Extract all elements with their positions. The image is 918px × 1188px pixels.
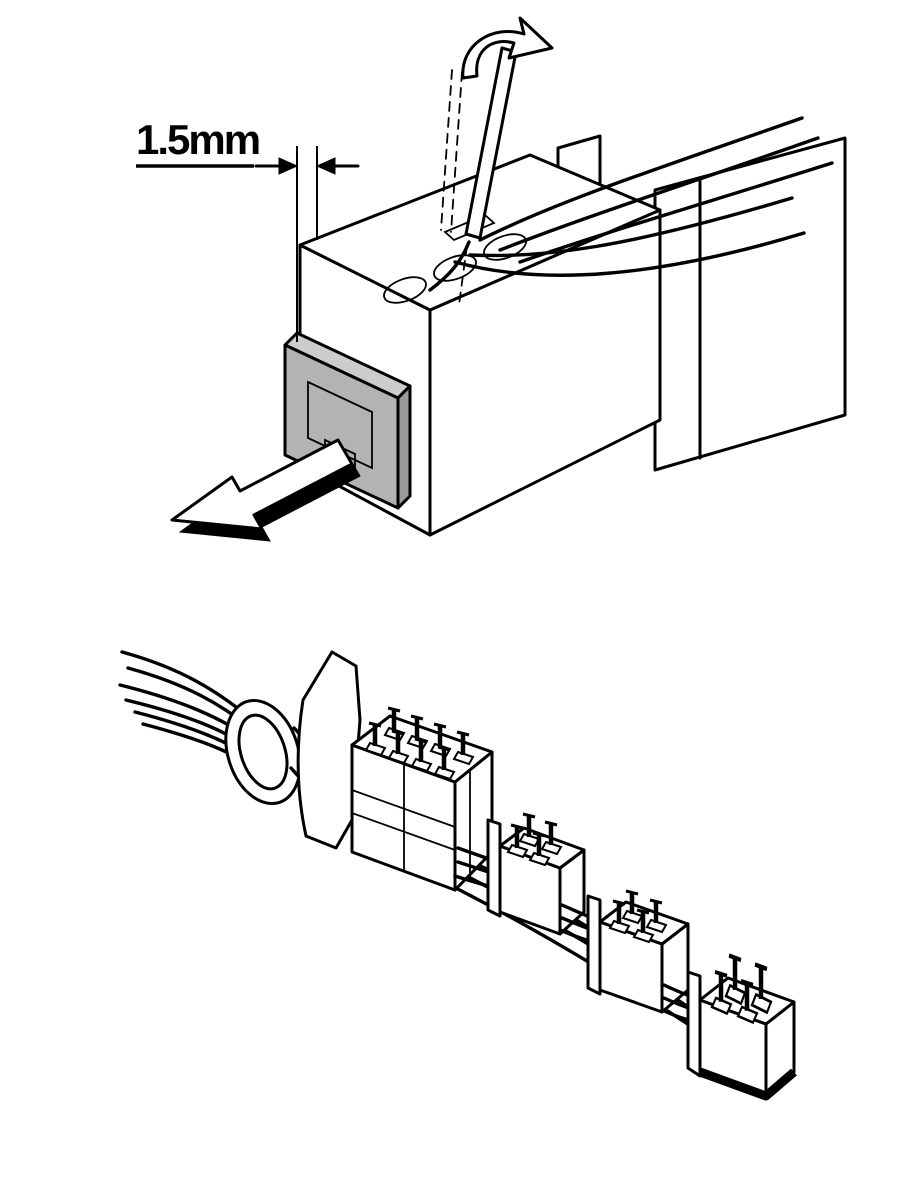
top-illustration: 1.5mm <box>136 16 847 542</box>
rotation-arrow-icon <box>461 16 554 80</box>
pin-connector-2 <box>486 814 586 936</box>
pin-connector-4 <box>686 956 797 1101</box>
dimension-label: 1.5mm <box>136 116 259 163</box>
dimension-arrow-left <box>278 157 299 175</box>
removal-arrow-icon <box>170 438 361 542</box>
grommet <box>224 698 302 806</box>
wire-harness-top <box>428 116 834 292</box>
pin-connector-3 <box>586 891 690 1014</box>
lock-tab-recess <box>307 380 373 470</box>
main-pin-connector <box>350 708 494 892</box>
connector-4-base-edge <box>698 1067 797 1101</box>
bottom-illustration <box>118 650 797 1101</box>
dimension-annotation: 1.5mm <box>136 116 360 342</box>
dimension-arrow-right <box>315 157 336 175</box>
